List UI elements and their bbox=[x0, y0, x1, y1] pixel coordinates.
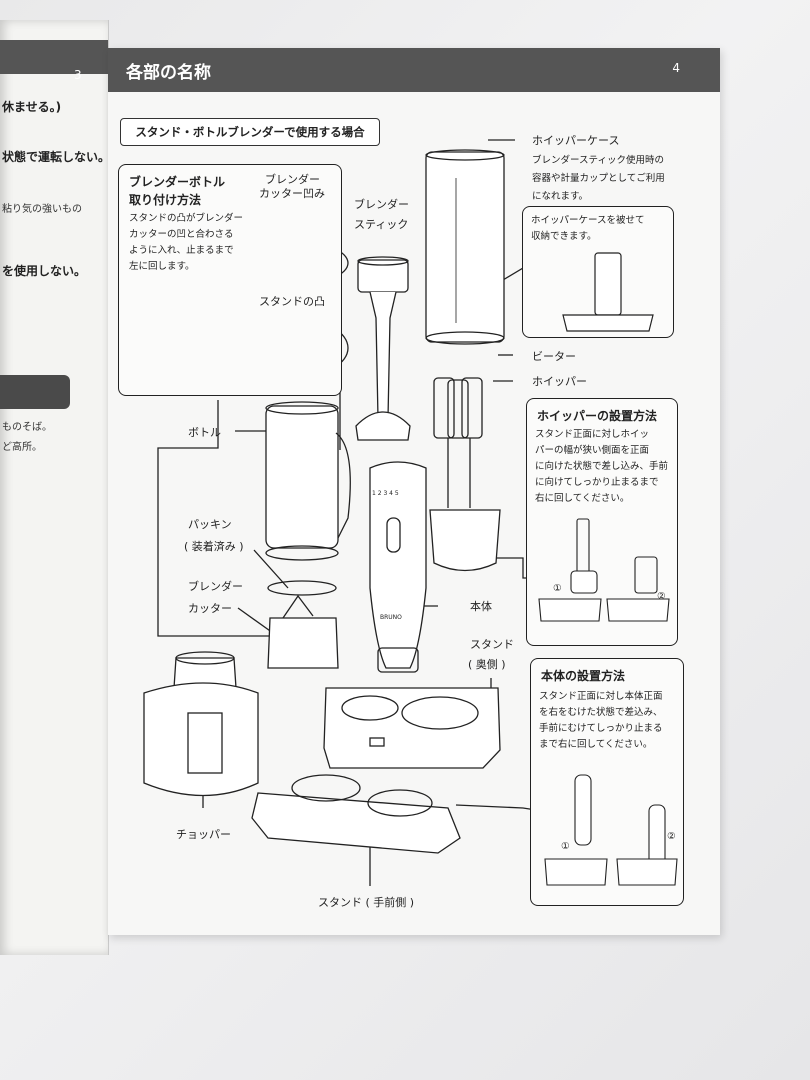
left-section-bar bbox=[0, 375, 70, 409]
callout-label: ブレンダー bbox=[265, 173, 320, 186]
left-text-line: を使用しない。 bbox=[2, 264, 87, 278]
left-page-number: 3 bbox=[74, 68, 82, 82]
box-text: 手前にむけてしっかり止まる bbox=[539, 723, 663, 734]
stand-front-label: スタンド ( 手前側 ) bbox=[318, 896, 415, 909]
page-header: 各部の名称 4 bbox=[108, 48, 720, 92]
box-title: 取り付け方法 bbox=[129, 193, 202, 207]
main-body-drawing bbox=[369, 461, 427, 673]
box-text: を右をむけた状態で差込み、 bbox=[539, 707, 663, 718]
stand-front-drawing bbox=[251, 774, 461, 854]
section-tab: スタンド・ボトルブレンダーで使用する場合 bbox=[120, 118, 380, 146]
whipper-install-drawing bbox=[538, 518, 670, 622]
leader-line bbox=[157, 400, 278, 637]
packing-label: ( 装着済み ) bbox=[184, 540, 244, 553]
storage-drawing bbox=[562, 252, 654, 332]
box-title: ブレンダーボトル bbox=[129, 175, 226, 189]
whipper-case-desc: になれます。 bbox=[532, 191, 589, 202]
blender-stick-label: スティック bbox=[354, 218, 409, 231]
left-text-line: ものそば。 bbox=[2, 422, 52, 433]
box-text: に向けてしっかり止まるまで bbox=[535, 477, 659, 488]
stand-back-label: スタンド bbox=[470, 638, 514, 651]
main-install-drawing bbox=[544, 774, 678, 886]
box-text: まで右に回してください。 bbox=[539, 739, 653, 750]
box-text: 右に回してください。 bbox=[535, 493, 630, 504]
stand-back-label: ( 奥側 ) bbox=[468, 658, 506, 671]
leader-line bbox=[237, 607, 274, 634]
left-page-header bbox=[0, 40, 108, 74]
main-body-label: 本体 bbox=[470, 600, 492, 613]
whipper-label: ホイッパー bbox=[532, 375, 587, 388]
page-number: 4 bbox=[672, 61, 680, 75]
page-title: 各部の名称 bbox=[126, 63, 211, 83]
left-text-line: ど高所。 bbox=[2, 442, 42, 453]
box-text: 左に回します。 bbox=[129, 261, 195, 272]
left-page: 3 休ませる。) 状態で運転しない。 粘り気の強いもの を使用しない。 ものそば… bbox=[0, 20, 109, 955]
step-one-mark: ① bbox=[553, 583, 562, 594]
box-text: スタンドの凸がブレンダー bbox=[129, 213, 244, 224]
box-title: ホイッパーの設置方法 bbox=[537, 409, 658, 423]
left-text-line: 粘り気の強いもの bbox=[2, 204, 82, 215]
whipper-case-storage-box: ホイッパーケースを被せて 収納できます。 bbox=[522, 206, 674, 338]
whipper-install-box: ホイッパーの設置方法 スタンド正面に対しホイッ パーの幅が狭い側面を正面 に向け… bbox=[526, 398, 678, 646]
box-text: パーの幅が狭い側面を正面 bbox=[535, 445, 650, 456]
box-text: カッターの凹と合わさる bbox=[129, 229, 234, 240]
blender-bottle-install-box: ブレンダーボトル 取り付け方法 スタンドの凸がブレンダー カッターの凹と合わさる… bbox=[118, 164, 342, 396]
chopper-drawing bbox=[143, 651, 259, 797]
box-text: に向けた状態で差し込み、手前 bbox=[535, 461, 669, 472]
step-one-mark: ① bbox=[561, 841, 570, 852]
step-two-mark: ② bbox=[657, 591, 666, 602]
callout-label: スタンドの凸 bbox=[259, 295, 325, 308]
left-text-line: 状態で運転しない。 bbox=[2, 150, 109, 164]
box-text: ように入れ、止まるまで bbox=[129, 245, 234, 256]
whipper-case-label: ホイッパーケース bbox=[532, 134, 620, 147]
whipper-case-desc: 容器や計量カップとしてご利用 bbox=[532, 173, 665, 184]
blender-cutter-label: ブレンダー bbox=[188, 580, 243, 593]
box-text: スタンド正面に対し本体正面 bbox=[539, 691, 663, 702]
main-install-box: 本体の設置方法 スタンド正面に対し本体正面 を右をむけた状態で差込み、 手前にむ… bbox=[530, 658, 684, 906]
box-text: ホイッパーケースを被せて bbox=[531, 215, 645, 226]
whipper-case-drawing bbox=[425, 149, 505, 345]
left-text-line: 休ませる。) bbox=[2, 100, 62, 114]
speed-marks: 1 2 3 4 5 bbox=[372, 490, 399, 497]
beaters-drawing bbox=[429, 377, 501, 572]
packing-label: パッキン bbox=[188, 518, 232, 531]
bottle-drawing bbox=[265, 401, 351, 669]
box-text: スタンド正面に対しホイッ bbox=[535, 429, 650, 440]
beater-label: ビーター bbox=[532, 350, 576, 363]
blender-cutter-label: カッター bbox=[188, 602, 232, 615]
blender-stick-drawing bbox=[355, 256, 411, 441]
chopper-label: チョッパー bbox=[176, 828, 231, 841]
callout-label: カッター凹み bbox=[259, 187, 325, 200]
stand-back-drawing bbox=[323, 687, 501, 769]
brand-mark: BRUNO bbox=[380, 614, 402, 621]
manual-page: 各部の名称 4 スタンド・ボトルブレンダーで使用する場合 bbox=[108, 48, 720, 935]
bottle-label: ボトル bbox=[188, 426, 221, 439]
step-two-mark: ② bbox=[667, 831, 676, 842]
blender-stick-label: ブレンダー bbox=[354, 198, 409, 211]
box-title: 本体の設置方法 bbox=[541, 669, 626, 683]
box-text: 収納できます。 bbox=[531, 231, 597, 242]
whipper-case-desc: ブレンダースティック使用時の bbox=[532, 155, 664, 166]
